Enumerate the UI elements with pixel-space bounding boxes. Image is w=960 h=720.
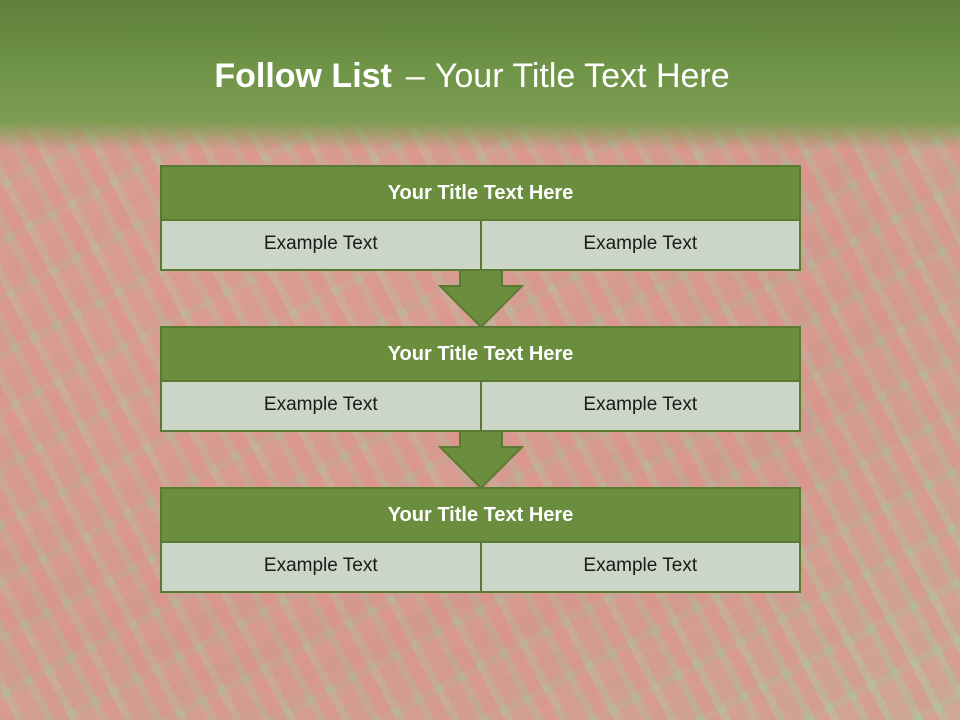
list-block-heading[interactable]: Your Title Text Here bbox=[160, 165, 801, 221]
slide-title-bold: Follow List bbox=[214, 57, 392, 95]
list-block-cell-left[interactable]: Example Text bbox=[263, 233, 378, 254]
slide-title-separator: – bbox=[405, 57, 425, 95]
list-block-cell-right[interactable]: Example Text bbox=[479, 543, 800, 591]
slide-title-rest: Your Title Text Here bbox=[434, 57, 730, 95]
title-band bbox=[0, 0, 960, 150]
list-block-row: Example Text Example Text bbox=[160, 221, 801, 271]
list-block-row: Example Text Example Text bbox=[160, 382, 801, 432]
down-arrow-icon bbox=[438, 270, 524, 328]
down-arrow-icon bbox=[438, 431, 524, 489]
list-block-heading[interactable]: Your Title Text Here bbox=[160, 487, 801, 543]
list-block-heading[interactable]: Your Title Text Here bbox=[160, 326, 801, 382]
list-block-cell-right[interactable]: Example Text bbox=[479, 221, 800, 269]
list-block-cell-left[interactable]: Example Text bbox=[263, 555, 378, 576]
list-block-2[interactable]: Your Title Text Here Example Text Exampl… bbox=[160, 326, 801, 432]
slide-title[interactable]: Follow List–Your Title Text Here bbox=[0, 52, 944, 100]
list-block-3[interactable]: Your Title Text Here Example Text Exampl… bbox=[160, 487, 801, 593]
list-block-row: Example Text Example Text bbox=[160, 543, 801, 593]
list-block-cell-left[interactable]: Example Text bbox=[263, 394, 378, 415]
list-block-1[interactable]: Your Title Text Here Example Text Exampl… bbox=[160, 165, 801, 271]
list-block-cell-right[interactable]: Example Text bbox=[479, 382, 800, 430]
